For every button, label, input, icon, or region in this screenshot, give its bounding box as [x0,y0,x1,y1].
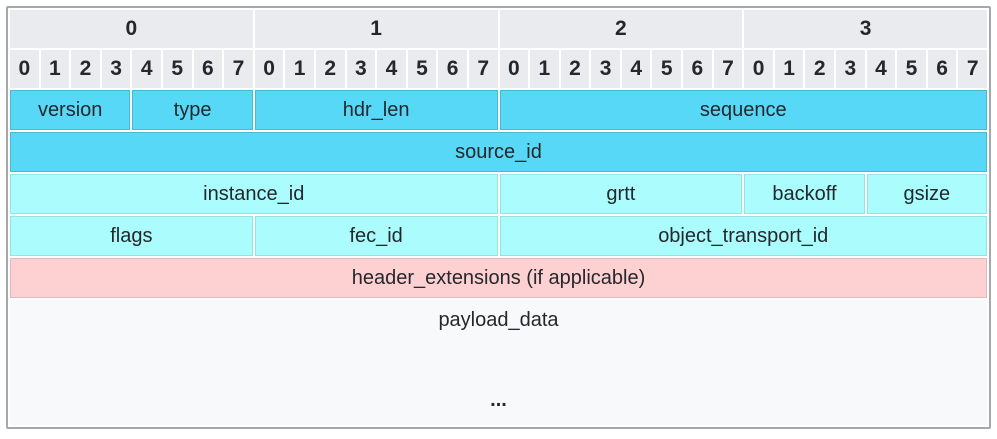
bit-cell: 1 [530,50,559,88]
field-cell-version: version [10,90,131,130]
field-cell-gsize: gsize [866,174,987,214]
bit-number-row: 0 1 2 3 4 5 6 7 0 1 2 3 4 5 6 7 0 1 2 3 … [10,50,987,88]
bit-cell: 4 [866,50,896,88]
field-row-word3: flags fec_id object_transport_id [10,216,987,256]
bit-cell: 4 [621,50,651,88]
field-cell-fec-id: fec_id [254,216,498,256]
bit-cell: 0 [10,50,39,88]
packet-header-diagram: 0 1 2 3 0 1 2 3 4 5 6 7 0 1 2 3 4 5 6 7 … [6,6,991,429]
byte-offset-0: 0 [10,10,253,48]
bit-cell: 6 [438,50,467,88]
field-cell-hdr-len: hdr_len [254,90,498,130]
byte-offset-3: 3 [744,10,987,48]
field-cell-flags: flags [10,216,253,256]
bit-cell: 5 [897,50,926,88]
field-row-word2: instance_id grtt backoff gsize [10,174,987,214]
field-cell-type: type [132,90,253,130]
field-row-extensions: header_extensions (if applicable) [10,258,987,298]
bit-cell: 0 [254,50,284,88]
bit-cell: 4 [377,50,406,88]
bit-cell: 6 [193,50,223,88]
bit-cell: 3 [591,50,620,88]
bit-cell: 0 [744,50,773,88]
bit-cell: 3 [101,50,131,88]
field-cell-header-extensions: header_extensions (if applicable) [10,258,987,298]
field-row-word1: source_id [10,132,987,172]
field-cell-source-id: source_id [10,132,987,172]
field-row-word0: version type hdr_len sequence [10,90,987,130]
bit-cell: 7 [958,50,987,88]
bit-cell: 6 [927,50,957,88]
bit-cell: 3 [346,50,376,88]
payload-data-label: payload_data [438,309,559,331]
bit-cell: 2 [71,50,100,88]
bit-cell: 2 [315,50,345,88]
bit-cell: 4 [132,50,161,88]
bit-cell: 5 [652,50,682,88]
bit-cell: 7 [468,50,498,88]
field-cell-instance-id: instance_id [10,174,498,214]
bit-cell: 2 [805,50,835,88]
field-cell-backoff: backoff [744,174,865,214]
bit-cell: 1 [40,50,70,88]
bit-cell: 1 [774,50,804,88]
bit-cell: 6 [683,50,712,88]
field-row-payload: payload_data ... [10,300,987,425]
bit-cell: 5 [407,50,437,88]
field-cell-sequence: sequence [499,90,987,130]
bit-cell: 3 [836,50,865,88]
payload-ellipsis: ... [490,389,507,411]
byte-offset-2: 2 [499,10,743,48]
field-cell-grtt: grtt [499,174,743,214]
bit-cell: 2 [560,50,590,88]
byte-offset-1: 1 [254,10,498,48]
packet-format-table: 0 1 2 3 0 1 2 3 4 5 6 7 0 1 2 3 4 5 6 7 … [8,8,989,427]
field-cell-object-transport-id: object_transport_id [499,216,987,256]
bit-cell: 7 [224,50,253,88]
field-cell-payload-data: payload_data ... [10,300,987,425]
bit-cell: 7 [713,50,743,88]
bit-cell: 0 [499,50,529,88]
bit-cell: 5 [162,50,192,88]
byte-offset-row: 0 1 2 3 [10,10,987,48]
bit-cell: 1 [285,50,314,88]
